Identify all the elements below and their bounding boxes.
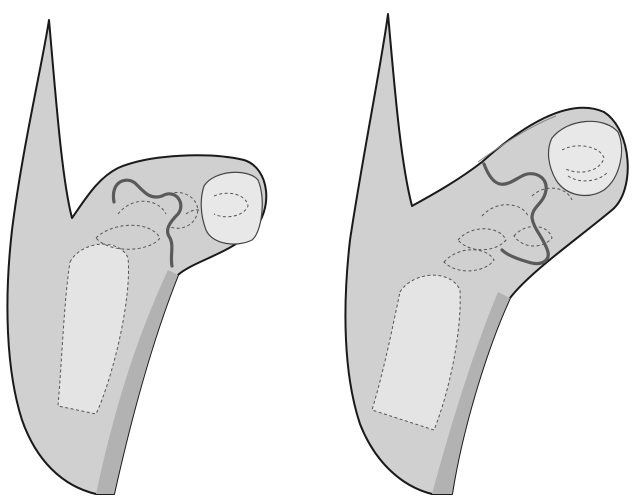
panel-left bbox=[7, 20, 266, 494]
hand-outline-right bbox=[345, 14, 627, 494]
fingertip-left bbox=[201, 172, 262, 244]
panel-right bbox=[345, 14, 627, 494]
fingertip-right bbox=[549, 121, 622, 195]
hand-outline-left bbox=[7, 20, 266, 494]
